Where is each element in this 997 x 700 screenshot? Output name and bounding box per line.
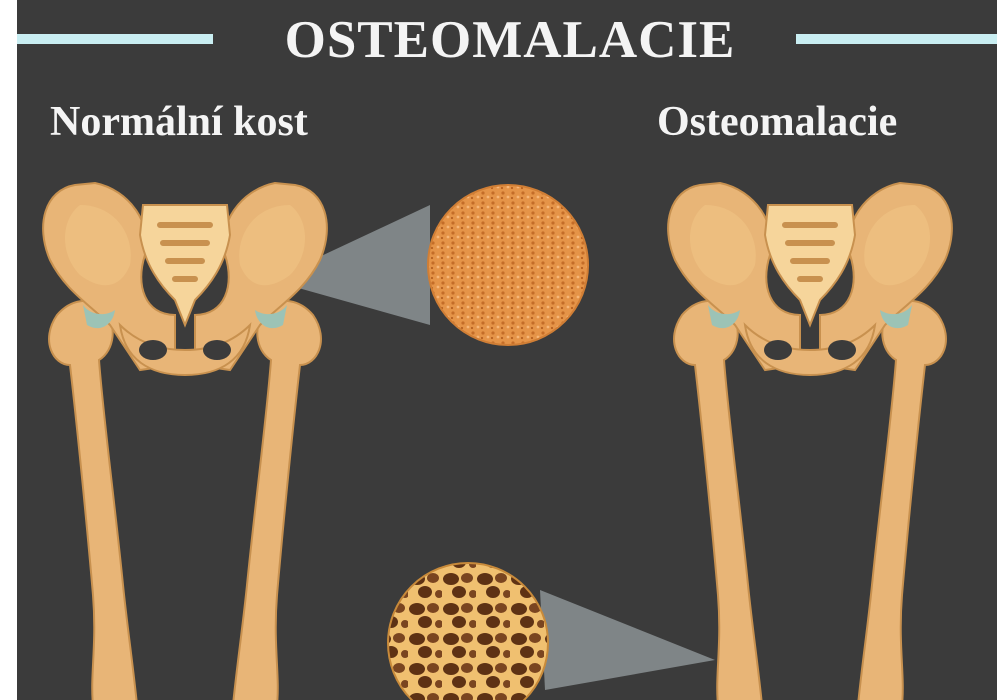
porous-bone-texture-circle xyxy=(388,563,548,700)
dense-bone-texture-circle xyxy=(428,185,588,345)
osteomalacia-skeleton xyxy=(668,183,952,700)
normal-skeleton xyxy=(43,183,327,700)
magnifier-beam-osteomalacia xyxy=(540,590,715,690)
